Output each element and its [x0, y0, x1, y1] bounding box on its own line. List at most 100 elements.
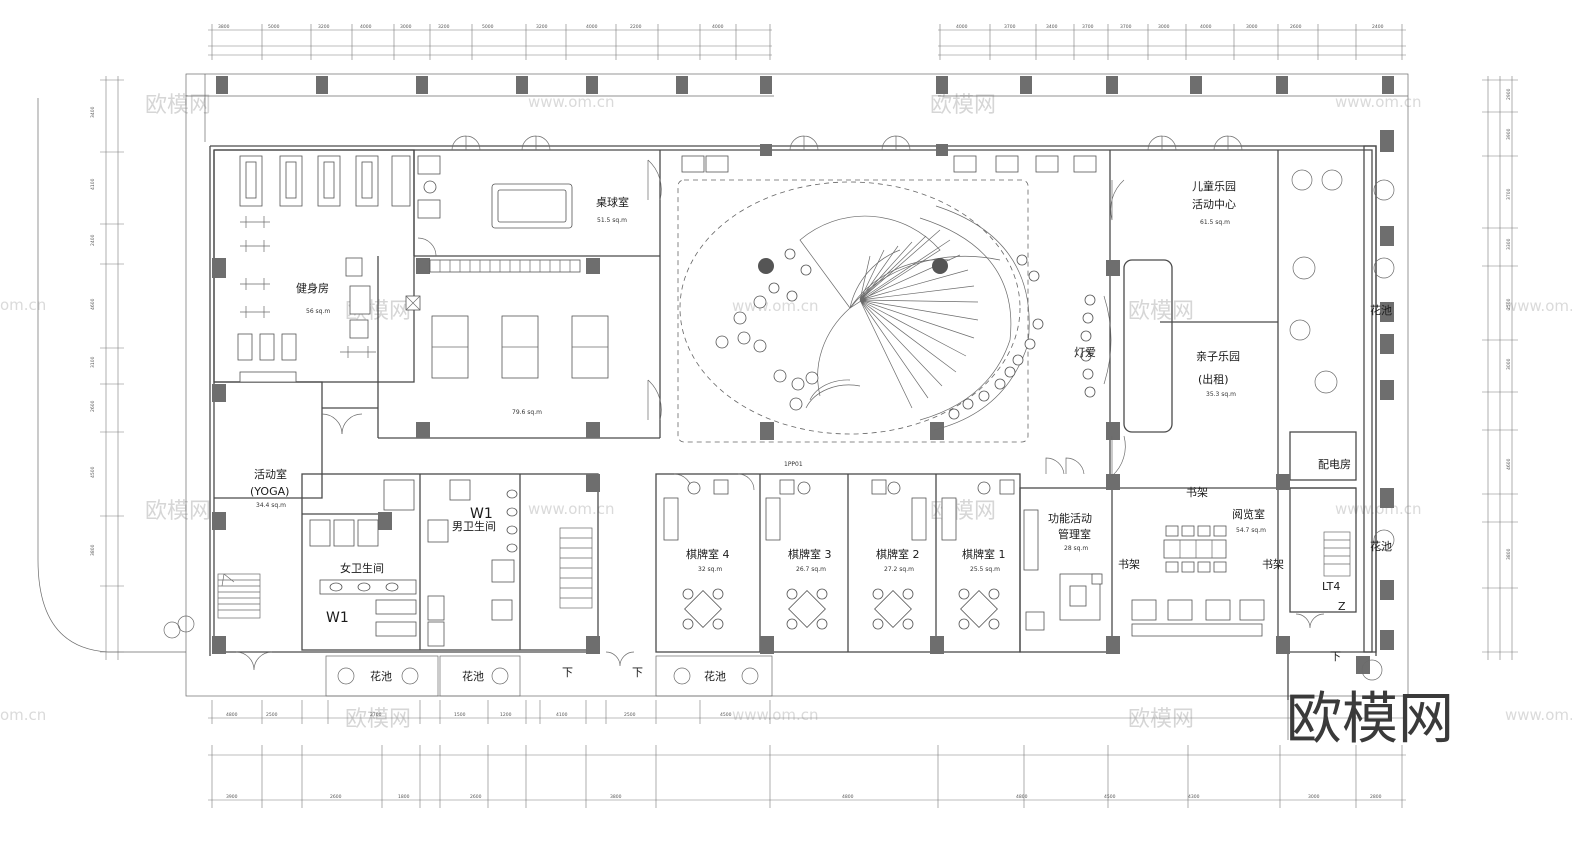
- watermark-brand-7: 欧模网: [345, 707, 411, 732]
- chess3-label: 棋牌室 3: [788, 547, 832, 561]
- dimension-chains: [105, 29, 1513, 801]
- central-lobby: [677, 155, 1112, 443]
- dim-bot-u7: 2500: [624, 712, 636, 718]
- dim-left-2: 4100: [90, 178, 96, 190]
- dim-left-1: 3400: [90, 106, 96, 118]
- dim-bot-l11: 2800: [1370, 794, 1382, 800]
- chess2-area: 27.2 sq.m: [884, 566, 914, 573]
- dim-top-4: 4000: [360, 24, 372, 30]
- electric-label: 配电房: [1318, 458, 1351, 471]
- dim-right-5: 2500: [1506, 298, 1512, 310]
- billiards-area: 51.5 sq.m: [597, 217, 627, 224]
- dim-top-r7: 4000: [1200, 24, 1212, 30]
- chess-room-furniture: [663, 479, 1015, 630]
- dim-top-r8: 3000: [1246, 24, 1258, 30]
- dim-bot-l3: 1800: [398, 794, 410, 800]
- dim-top-2: 5000: [268, 24, 280, 30]
- dimension-labels: 3800 5000 3200 4000 3000 3200 5000 3200 …: [90, 24, 1512, 800]
- reading-label: 阅览室: [1232, 507, 1265, 521]
- dim-bot-l6: 4800: [842, 794, 854, 800]
- chess1-area: 25.5 sq.m: [970, 566, 1000, 573]
- gym-area: 56 sq.m: [306, 308, 330, 315]
- dim-top-7: 5000: [482, 24, 494, 30]
- chess4-label: 棋牌室 4: [686, 547, 730, 561]
- dim-top-r3: 3400: [1046, 24, 1058, 30]
- w1-male-label: 男卫生间: [452, 519, 496, 533]
- yoga-label-sub: (YOGA): [250, 485, 289, 498]
- dim-top-r2: 3700: [1004, 24, 1016, 30]
- dim-top-1: 3800: [218, 24, 230, 30]
- watermark-brand-8: 欧模网: [1128, 707, 1194, 732]
- watermark-site-8: om.cn: [0, 706, 46, 724]
- w1-male-code: W1: [470, 506, 493, 522]
- hall-code-label: 1PP01: [784, 461, 803, 468]
- watermark-brand-6: 欧模网: [930, 499, 996, 524]
- stair-down-1: 下: [562, 666, 573, 679]
- dim-top-10: 2200: [630, 24, 642, 30]
- function-label: 功能活动: [1048, 511, 1092, 525]
- dim-bot-u2: 2500: [266, 712, 278, 718]
- watermark-brand-2: 欧模网: [930, 93, 996, 118]
- dim-bot-u8: 4500: [720, 712, 732, 718]
- planter-label-5: 花池: [704, 670, 726, 683]
- trees: [163, 169, 1395, 685]
- watermark-brand-4: 欧模网: [1128, 299, 1194, 324]
- watermark-brand-5: 欧模网: [145, 499, 211, 524]
- dim-bot-u4: 1500: [454, 712, 466, 718]
- kids-area: 61.5 sq.m: [1200, 219, 1230, 226]
- dim-bot-l10: 3000: [1308, 794, 1320, 800]
- dimension-ticks: [100, 24, 1518, 808]
- shelf-top-label: 书架: [1186, 486, 1208, 499]
- planter-label-2: 花池: [1370, 540, 1392, 553]
- watermark-site-6: www.om.cn: [528, 500, 615, 518]
- yoga-stair: [217, 573, 261, 619]
- structural-columns: [212, 76, 1394, 674]
- billiards-furniture: [405, 155, 609, 379]
- dim-left-4: 4600: [90, 298, 96, 310]
- reading-area: 54.7 sq.m: [1236, 527, 1266, 534]
- function-label-sub: 管理室: [1058, 527, 1091, 541]
- watermark-site-2: www.om.cn: [1335, 93, 1422, 111]
- function-reading-furniture: [1023, 509, 1265, 637]
- restroom-fixtures: [309, 479, 593, 647]
- yoga-area: 34.4 sq.m: [256, 502, 286, 509]
- watermark-brand-1: 欧模网: [145, 93, 211, 118]
- dim-top-r5: 3700: [1120, 24, 1132, 30]
- watermark-site-3: om.cn: [0, 296, 46, 314]
- doors: [235, 135, 1325, 671]
- dim-left-8: 3800: [90, 544, 96, 556]
- watermark-site-5: www.om.cn: [1505, 297, 1572, 315]
- dim-left-3: 2400: [90, 234, 96, 246]
- dim-bot-l7: 4800: [1016, 794, 1028, 800]
- dim-top-8: 3200: [536, 24, 548, 30]
- function-area: 28 sq.m: [1064, 545, 1088, 552]
- chess3-area: 26.7 sq.m: [796, 566, 826, 573]
- dim-left-5: 3100: [90, 356, 96, 368]
- kids-label: 儿童乐园: [1192, 179, 1236, 193]
- dim-left-6: 2600: [90, 400, 96, 412]
- chess4-area: 32 sq.m: [698, 566, 722, 573]
- dim-top-r9: 2600: [1290, 24, 1302, 30]
- dim-top-r10: 2400: [1372, 24, 1384, 30]
- lt4-stair: [1323, 531, 1351, 577]
- billiards-label: 桌球室: [596, 195, 629, 209]
- dim-top-9: 4000: [586, 24, 598, 30]
- planter-beds: [325, 655, 773, 697]
- dim-top-6: 3200: [438, 24, 450, 30]
- gym-label: 健身房: [296, 281, 329, 295]
- planter-label-4: 花池: [462, 670, 484, 683]
- dim-right-7: 4600: [1506, 458, 1512, 470]
- stair-down-3: 下: [1330, 650, 1341, 663]
- stair-down-2: 下: [632, 666, 643, 679]
- dim-bot-l9: 4300: [1188, 794, 1200, 800]
- dim-bot-u5: 1200: [500, 712, 512, 718]
- site-boundary: [37, 73, 1409, 740]
- watermark-site-7: www.om.cn: [1335, 500, 1422, 518]
- dim-top-3: 3200: [318, 24, 330, 30]
- chess2-label: 棋牌室 2: [876, 547, 920, 561]
- stair-up-lt4: Z: [1338, 600, 1346, 613]
- dim-right-1: 2900: [1506, 88, 1512, 100]
- w1-female-label: 女卫生间: [340, 561, 384, 575]
- dim-right-6: 3000: [1506, 358, 1512, 370]
